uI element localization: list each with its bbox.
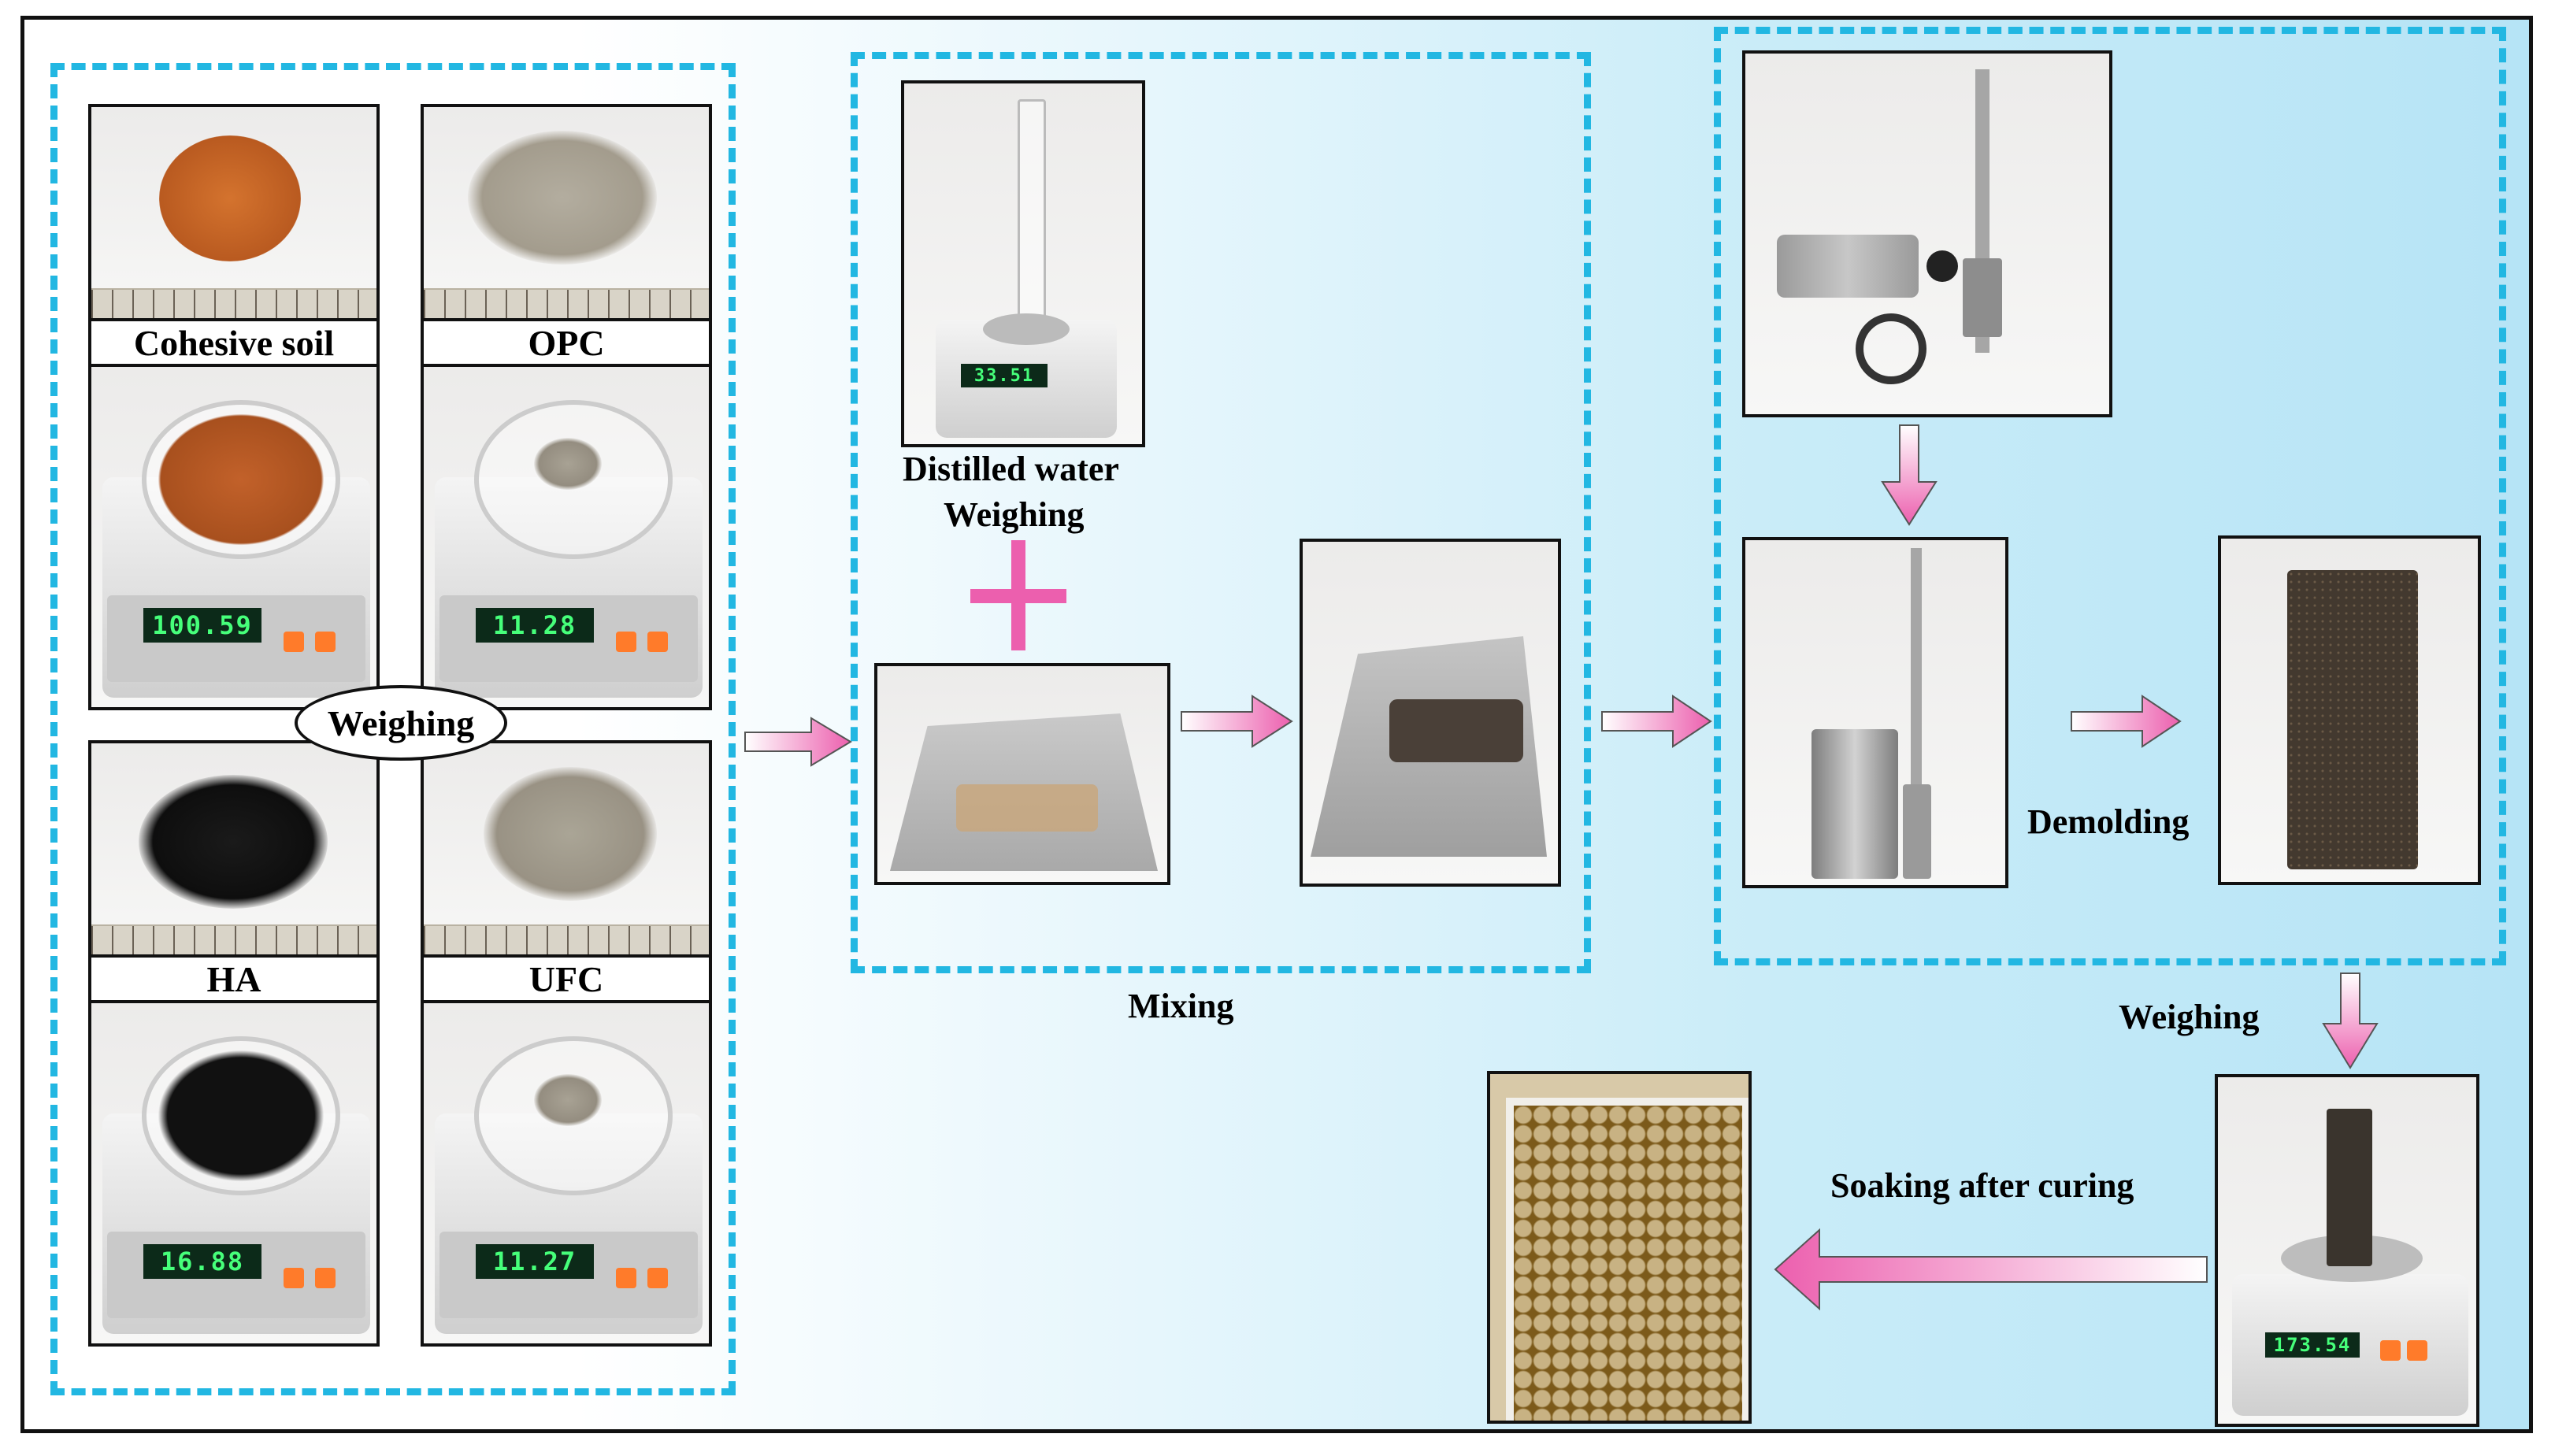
ha-balance-photo: 16.88: [88, 1000, 380, 1347]
water-tray-photo: [874, 663, 1170, 885]
cohesive-soil-powder-photo: [88, 104, 380, 321]
distilled-water-label: Distilled water: [903, 450, 1119, 488]
water-reading: 33.51: [961, 364, 1048, 387]
ha-reading: 16.88: [143, 1244, 261, 1279]
arrow-to-soaking: [1774, 1228, 2208, 1311]
opc-powder-photo: [421, 104, 712, 321]
weighing-group: [50, 63, 736, 1395]
mold-parts-photo: [1742, 50, 2112, 417]
arrow-to-specimen: [2071, 695, 2182, 748]
ufc-powder-photo: [421, 740, 712, 958]
arrow-to-mixing: [744, 717, 852, 767]
compaction-mold-photo: [1742, 537, 2008, 888]
weighing-materials-label: Weighing: [295, 685, 507, 761]
molding-group: [1714, 27, 2506, 965]
soaking-label: Soaking after curing: [1830, 1166, 2134, 1205]
specimen-balance-photo: 173.54: [2215, 1074, 2479, 1427]
specimen-reading: 173.54: [2265, 1332, 2360, 1358]
ufc-reading: 11.27: [476, 1244, 594, 1279]
arrow-to-weighing: [2322, 973, 2379, 1069]
ufc-balance-photo: 11.27: [421, 1000, 712, 1347]
mixing-label: Mixing: [1128, 987, 1234, 1025]
arrow-to-molding: [1601, 695, 1712, 748]
cohesive-soil-reading: 100.59: [143, 608, 261, 643]
cohesive-soil-label: Cohesive soil: [88, 318, 380, 367]
arrow-parts-to-mold: [1881, 424, 1938, 526]
plus-sign: [970, 540, 1066, 650]
opc-balance-photo: 11.28: [421, 364, 712, 710]
weighing-water-label: Weighing: [944, 495, 1085, 534]
cohesive-soil-balance-photo: 100.59: [88, 364, 380, 710]
soil-specimen-photo: [2218, 535, 2481, 885]
mixing-group: [851, 52, 1591, 973]
mixed-tray-photo: [1300, 539, 1561, 887]
weighing-specimen-label: Weighing: [2119, 998, 2260, 1036]
ha-powder-photo: [88, 740, 380, 958]
demolding-label: Demolding: [2027, 802, 2190, 841]
soaking-box-photo: [1487, 1071, 1752, 1424]
water-balance-photo: 33.51: [901, 80, 1145, 447]
opc-label: OPC: [421, 318, 712, 367]
arrow-tray-to-mixed: [1181, 695, 1293, 748]
ufc-label: UFC: [421, 954, 712, 1003]
opc-reading: 11.28: [476, 608, 594, 643]
